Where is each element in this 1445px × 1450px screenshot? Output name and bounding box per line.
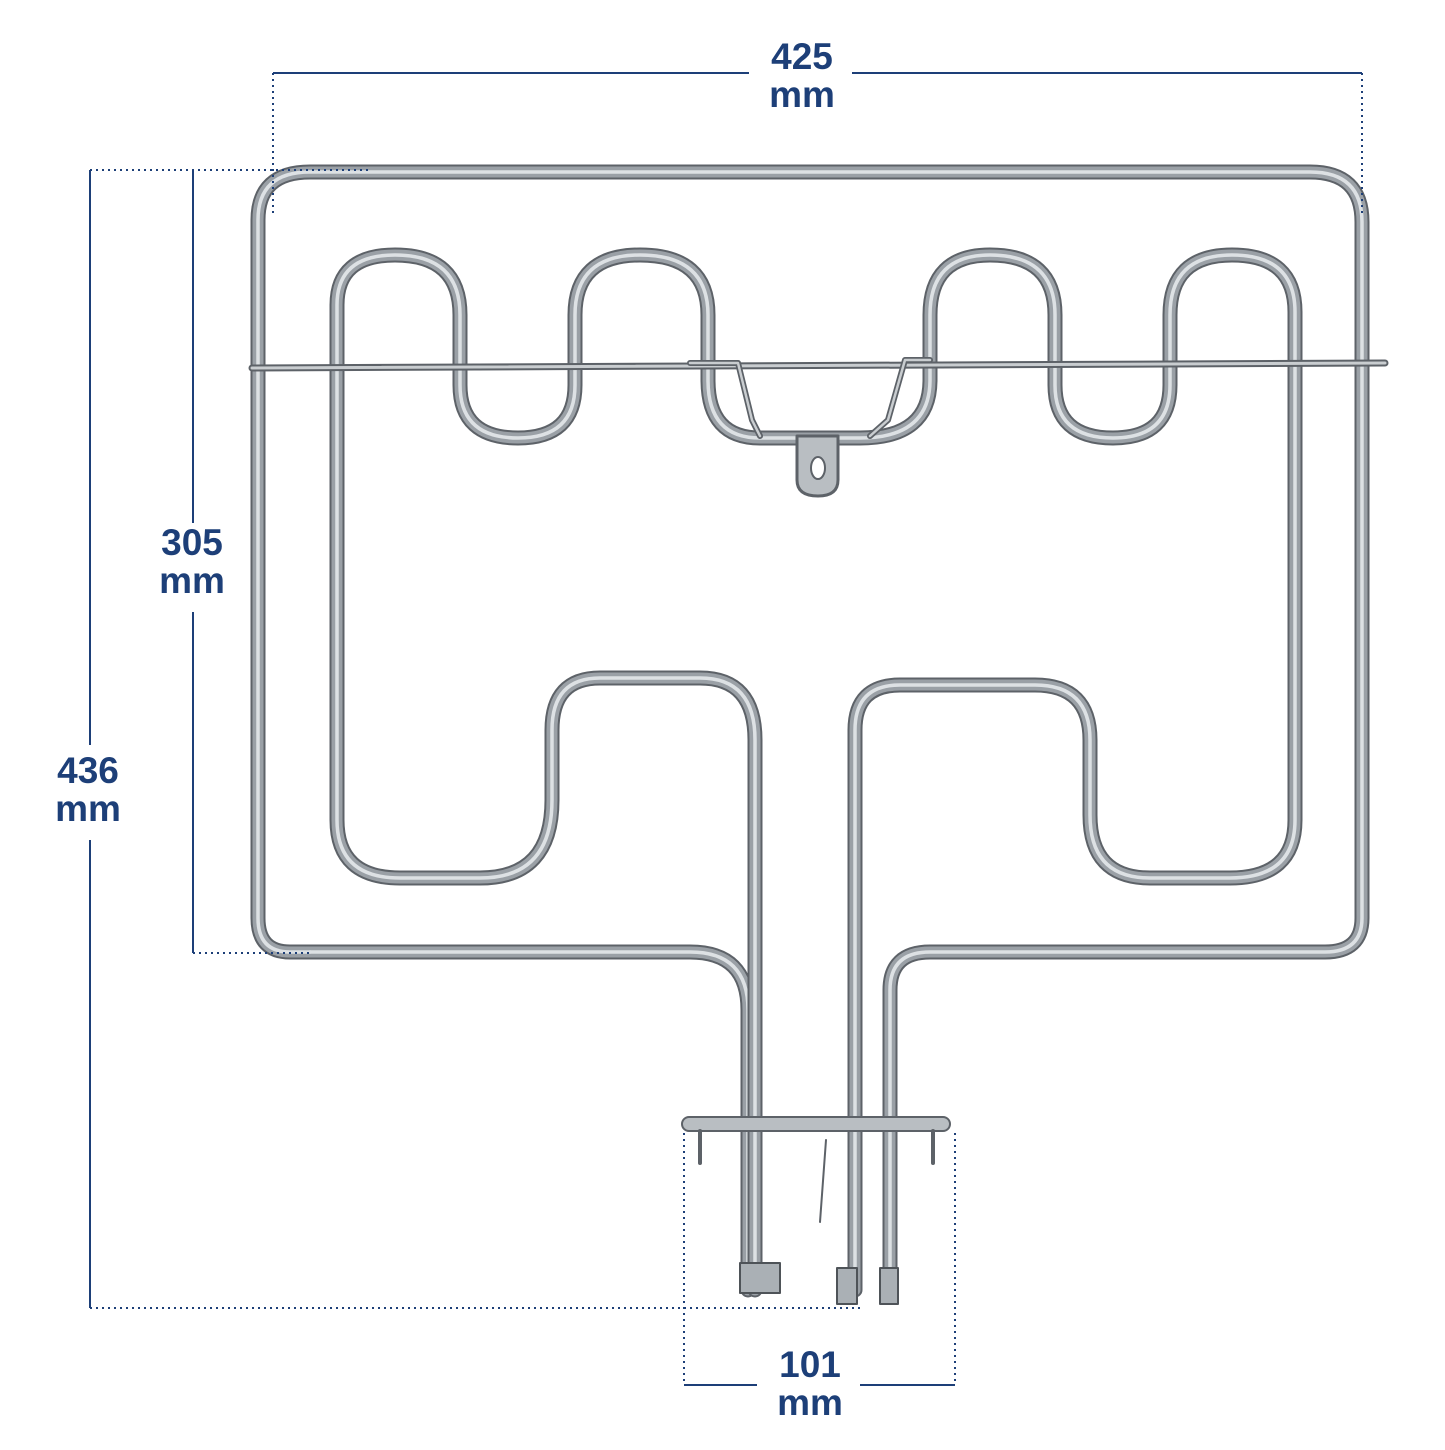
height-unit: mm [55, 788, 121, 829]
terminal-dimension-label: 101 mm [760, 1346, 860, 1422]
mounting-plate [681, 1116, 951, 1223]
height-dimension-line [89, 169, 862, 1309]
heating-element [248, 172, 1389, 1305]
height-dimension-label: 436 mm [38, 752, 138, 828]
height-value: 436 [57, 750, 119, 791]
width-value: 425 [771, 36, 833, 77]
terminals [739, 1262, 899, 1305]
terminal-unit: mm [777, 1382, 843, 1423]
dimension-lines [89, 72, 1363, 1386]
terminal-value: 101 [779, 1344, 841, 1385]
width-dimension-line [272, 72, 1363, 215]
depth-dimension-line [192, 170, 310, 954]
depth-value: 305 [161, 522, 223, 563]
width-unit: mm [769, 74, 835, 115]
support-bracket [248, 357, 1389, 498]
depth-dimension-label: 305 mm [142, 524, 242, 600]
width-dimension-label: 425 mm [752, 38, 852, 114]
inner-heating-loop [337, 255, 1295, 1290]
terminal-dimension-line [683, 1133, 956, 1386]
depth-unit: mm [159, 560, 225, 601]
